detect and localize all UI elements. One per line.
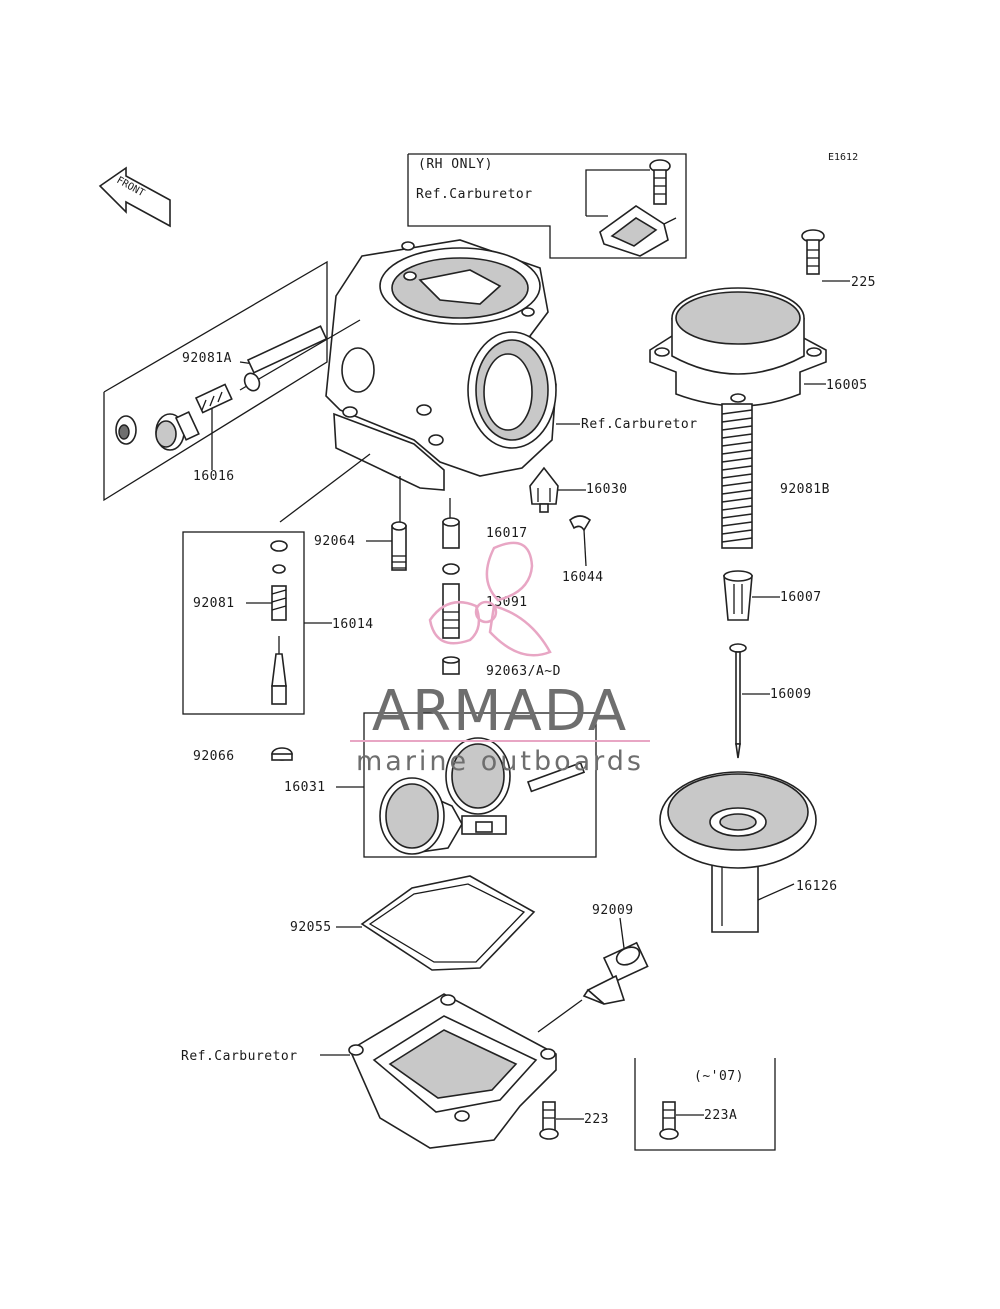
needle-jet-icon xyxy=(442,583,460,639)
label-92081b: 92081B xyxy=(780,482,830,497)
needle-holder-16007-icon xyxy=(723,570,753,621)
parts-box-92081a-16016: 92081A 16016 xyxy=(103,260,328,502)
float-bowl-icon xyxy=(348,993,557,1149)
jet-holder-16017-icon xyxy=(442,517,460,549)
pilot-screw-icon xyxy=(271,636,287,705)
oring-13091-icon xyxy=(442,563,460,575)
main-jet-92063-icon xyxy=(442,656,460,675)
parts-box-16031: 16031 xyxy=(284,712,597,858)
plunger-icon xyxy=(243,325,328,392)
label-92081a: 92081A xyxy=(182,351,232,366)
label-223: 223 xyxy=(584,1112,609,1127)
front-arrow-icon: FRONT xyxy=(98,166,171,228)
rh-only-box: (RH ONLY) Ref.Carburetor xyxy=(407,153,687,259)
pilot-spring-icon xyxy=(271,585,287,621)
carburetor-top-cover-icon xyxy=(649,287,827,407)
label-16007: 16007 xyxy=(780,590,822,605)
label-92081: 92081 xyxy=(193,596,235,611)
label-225: 225 xyxy=(851,275,876,290)
spring-92081b-icon xyxy=(721,403,753,549)
version-box-title: (~'07) xyxy=(694,1069,744,1084)
label-92009: 92009 xyxy=(592,903,634,918)
label-16031: 16031 xyxy=(284,780,326,795)
label-223a: 223A xyxy=(704,1108,737,1123)
label-16005: 16005 xyxy=(826,378,868,393)
carburetor-body-icon xyxy=(325,239,557,491)
oring-small-icon xyxy=(270,540,288,574)
watermark: ARMADA marine outboards xyxy=(350,541,650,777)
ref-carburetor-bottom: Ref.Carburetor xyxy=(181,1049,298,1064)
ref-carburetor-top: Ref.Carburetor xyxy=(581,417,698,432)
small-spring-icon xyxy=(194,383,233,414)
cap-icon xyxy=(115,415,137,445)
label-92063: 92063/A~D xyxy=(486,664,561,679)
label-92064: 92064 xyxy=(314,534,356,549)
label-16044: 16044 xyxy=(562,570,604,585)
valve-seat-icon xyxy=(155,411,200,451)
version-box-07: (~'07) 223A xyxy=(634,1058,776,1151)
gasket-92055-icon xyxy=(360,875,536,971)
rh-only-title: (RH ONLY) xyxy=(418,157,493,172)
screw-223-icon xyxy=(539,1101,559,1140)
label-16016: 16016 xyxy=(193,469,235,484)
label-16030: 16030 xyxy=(586,482,628,497)
float-needle-16030-icon xyxy=(529,466,559,513)
rh-only-ref: Ref.Carburetor xyxy=(416,187,533,202)
label-16017: 16017 xyxy=(486,526,528,541)
propeller-logo-icon xyxy=(428,541,552,657)
watermark-title: ARMADA xyxy=(372,679,628,744)
label-92055: 92055 xyxy=(290,920,332,935)
screw-225-icon xyxy=(801,229,825,275)
jet-needle-16009-icon xyxy=(729,643,747,759)
clip-16044-icon xyxy=(568,515,592,532)
watermark-subtitle: marine outboards xyxy=(356,746,644,777)
diagram-code: E1612 xyxy=(828,152,858,163)
screw-223a-icon xyxy=(659,1101,679,1140)
label-16126: 16126 xyxy=(796,879,838,894)
parts-box-16014: 92081 16014 xyxy=(182,531,374,715)
plug-92066-icon xyxy=(271,747,293,761)
rh-bracket-icon xyxy=(599,205,677,257)
drain-screw-92009-icon xyxy=(582,941,649,1005)
diaphragm-piston-16126-icon xyxy=(659,771,817,933)
rh-screw-icon xyxy=(649,159,671,205)
screw-92064-icon xyxy=(391,521,407,571)
label-92066: 92066 xyxy=(193,749,235,764)
label-16009: 16009 xyxy=(770,687,812,702)
label-16014: 16014 xyxy=(332,617,374,632)
float-pin-icon xyxy=(526,761,586,793)
float-assembly-icon xyxy=(379,737,511,855)
